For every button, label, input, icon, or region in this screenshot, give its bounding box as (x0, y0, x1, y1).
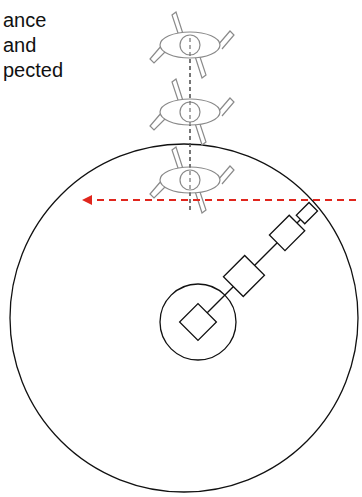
person-figure (150, 147, 234, 213)
note-text: pected (3, 58, 63, 82)
person-figure (150, 12, 234, 78)
robot-arm (179, 197, 323, 341)
note-text: and (3, 33, 36, 57)
person-figure (150, 79, 234, 145)
workspace-circle (10, 144, 358, 492)
motion-arrow (84, 199, 356, 201)
note-text: ance (3, 8, 46, 32)
